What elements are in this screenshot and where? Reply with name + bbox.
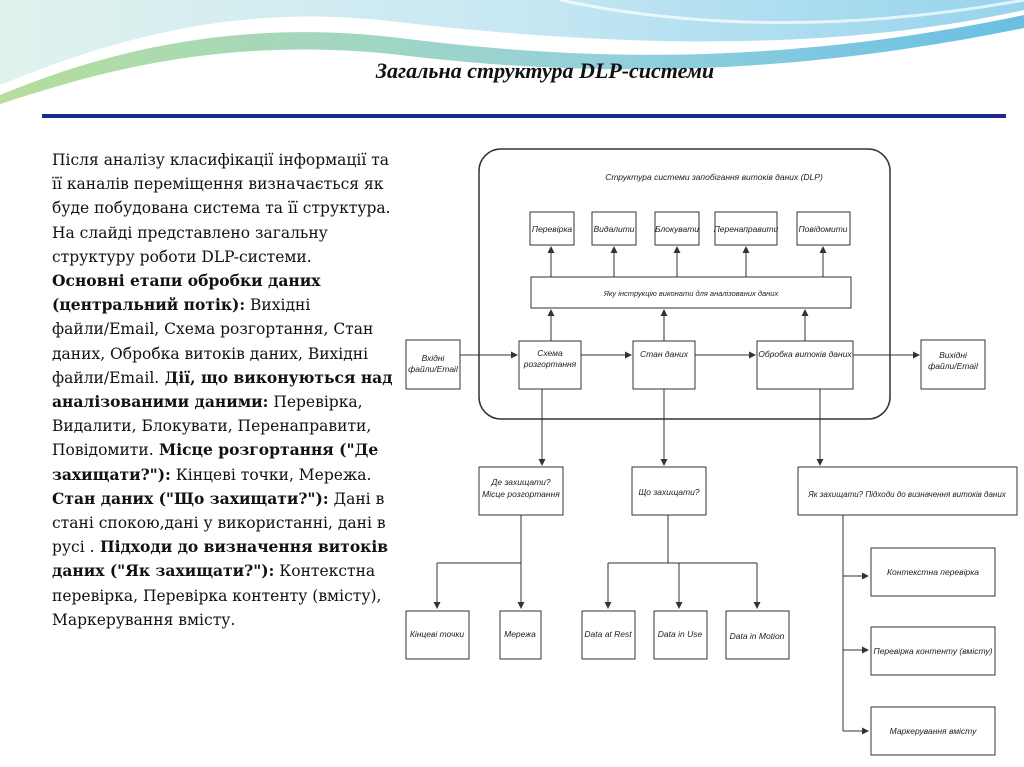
- what-label: Що захищати?: [638, 487, 699, 497]
- output-box: [920, 339, 986, 390]
- marking-label: Маркерування вмісту: [890, 726, 977, 736]
- input-box: [405, 339, 461, 390]
- action-box-block: [654, 211, 700, 246]
- action-redirect: Перенаправити: [714, 224, 779, 234]
- schema-box: [518, 340, 582, 390]
- processing-label: Обробка витоків даних: [758, 349, 852, 359]
- approaches-heading: Підходи до визначення витоків даних ("Як…: [52, 537, 389, 581]
- data-state-heading: Стан даних ("Що захищати?"):: [52, 488, 329, 508]
- where-box: [478, 466, 564, 516]
- location-heading: Місце розгортання ("Де захищати?"):: [52, 440, 379, 484]
- actions-text: Перевірка, Видалити, Блокувати, Перенапр…: [52, 393, 372, 460]
- input-label-1: Вхідні: [422, 353, 446, 363]
- schema-label-2: розгортання: [523, 359, 577, 369]
- action-box-delete: [591, 211, 637, 246]
- action-box-check: [529, 211, 575, 246]
- data-use-label: Data in Use: [658, 629, 703, 639]
- frame-title: Структура системи запобігання витоків да…: [605, 172, 823, 182]
- network-label: Мережа: [504, 629, 536, 639]
- where-label-2: Місце розгортання: [482, 489, 560, 499]
- context-box: [870, 547, 996, 597]
- state-box: [632, 340, 696, 390]
- action-bar-label: Яку інструкцію виконати для аналізованих…: [603, 289, 779, 298]
- data-motion-label: Data in Motion: [730, 631, 785, 641]
- location-text: Кінцеві точки, Мережа.: [170, 465, 372, 484]
- action-check: Перевірка: [532, 224, 572, 234]
- content-box: [870, 626, 996, 676]
- content-label: Перевірка контенту (вмісту): [874, 646, 993, 656]
- stages-heading: Основні етапи обробки даних (центральний…: [52, 271, 321, 315]
- intro-paragraph: Після аналізу класифікації інформації та…: [52, 151, 391, 266]
- data-motion-box: [725, 610, 790, 660]
- action-box-notify: [796, 211, 851, 246]
- action-bar: [530, 276, 852, 309]
- data-rest-box: [581, 610, 636, 660]
- schema-label-1: Схема: [537, 348, 563, 358]
- approaches-text: Контекстна перевірка, Перевірка контенту…: [52, 562, 382, 629]
- output-label-1: Вихідні: [939, 350, 968, 360]
- how-box: [797, 466, 1018, 516]
- how-label: Як захищати? Підходи до визначення виток…: [807, 490, 1007, 499]
- endpoints-label: Кінцеві точки: [410, 629, 465, 639]
- output-label-2: файли/Email: [928, 361, 979, 371]
- actions-heading: Дії, що виконуються над аналізованими да…: [52, 367, 393, 412]
- slide-title: Загальна структура DLP-системи: [375, 58, 715, 83]
- action-delete: Видалити: [593, 224, 634, 234]
- data-use-box: [653, 610, 708, 660]
- context-label: Контекстна перевірка: [887, 567, 979, 577]
- dlp-frame: [478, 148, 891, 420]
- where-label-1: Де захищати?: [490, 477, 550, 487]
- data-state-text: Дані в стані спокою,дані у використанні,…: [52, 489, 386, 557]
- body-text: Після аналізу класифікації інформації та…: [52, 148, 397, 632]
- processing-box: [756, 340, 854, 390]
- what-box: [631, 466, 707, 516]
- marking-box: [870, 706, 996, 756]
- endpoints-box: [405, 610, 470, 660]
- action-block: Блокувати: [655, 224, 699, 234]
- stages-text: Вихідні файли/Email, Схема розгортання, …: [52, 296, 374, 387]
- action-box-redirect: [714, 211, 778, 246]
- network-box: [499, 610, 542, 660]
- input-label-2: файли/Email: [408, 364, 459, 374]
- decorative-wave-banner: [0, 0, 1024, 106]
- state-label: Стан даних: [640, 349, 689, 359]
- title-divider: [42, 114, 1006, 118]
- data-rest-label: Data at Rest: [584, 629, 632, 639]
- action-notify: Повідомити: [799, 224, 848, 234]
